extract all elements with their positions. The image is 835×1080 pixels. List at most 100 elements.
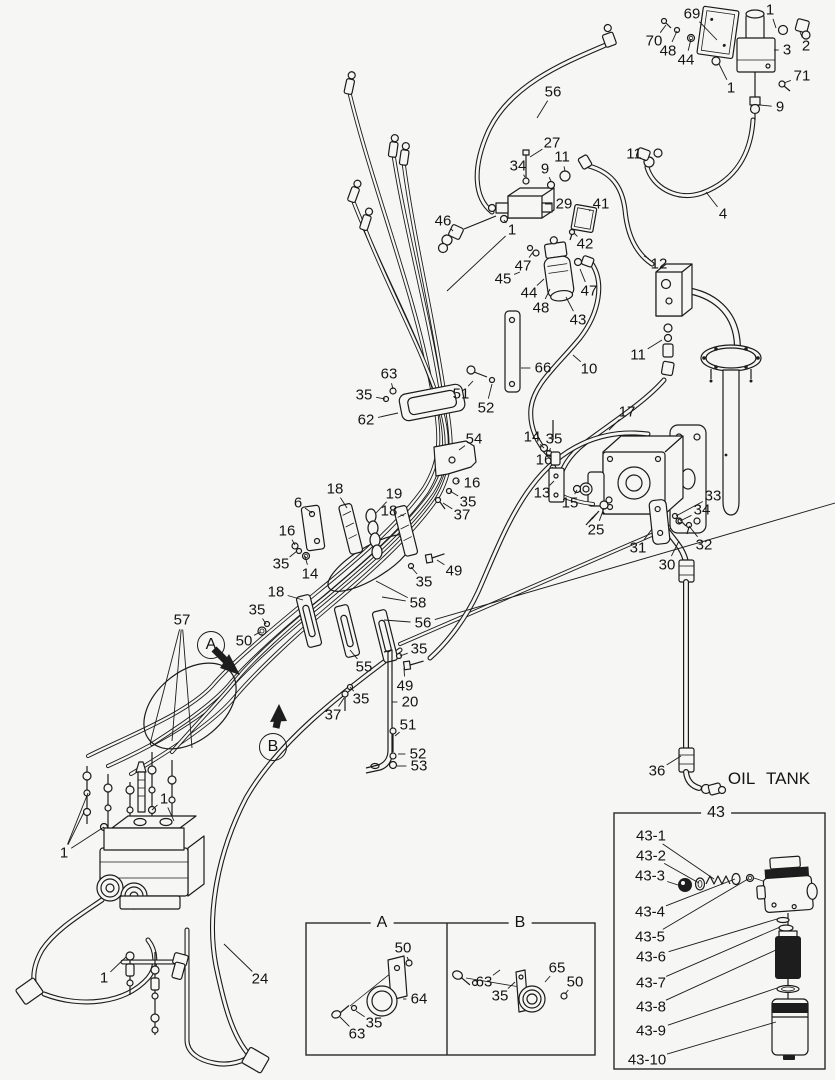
leader-line-43-8 [665,949,777,1001]
callout-62: 62 [357,411,375,429]
pump-assembly [579,424,707,534]
elbow-column-13 [539,420,595,506]
callout-46: 46 [434,212,452,230]
junction-29 [437,149,655,267]
detail-b-content [452,969,568,1013]
leader-line-1 [67,792,89,845]
callout-9: 9 [775,98,785,116]
callout-11: 11 [626,145,642,163]
leader-line-1 [167,807,175,822]
leader-line-14 [539,443,545,449]
leader-line-1 [110,956,127,973]
leader-line-37 [338,697,345,707]
callout-50: 50 [235,632,253,650]
leader-line-43-6 [668,918,778,953]
callout-56: 56 [414,614,432,632]
leader-line-51 [394,731,400,737]
callout-56: 56 [544,83,562,101]
leader-line-14 [304,555,308,565]
callout-31: 31 [629,539,647,557]
callout-20: 20 [401,693,419,711]
plate-6 [291,504,326,561]
leader-line-11 [643,159,647,162]
leader-line-16 [551,466,554,469]
leader-line-16 [291,539,296,546]
leader-line-11 [647,339,663,350]
clamps-18-19 [338,503,445,570]
leader-line-19 [375,501,388,514]
leader-line-10 [572,354,582,363]
detail-box-43 [613,812,826,1070]
callout-51: 51 [399,716,417,734]
oil-tank-label: OIL TANK [727,769,811,788]
callout-43-2: 43-2 [635,847,667,865]
callout-16: 16 [278,522,296,540]
callout-35: 35 [248,601,266,619]
leader-line-63 [339,1016,350,1027]
callout-35: 35 [352,690,370,708]
leader-line-49 [436,559,445,566]
callout-48: 48 [532,299,550,317]
callout-69: 69 [683,5,701,23]
leader-line-52 [487,383,493,399]
leader-line-1 [718,63,728,81]
callout-18: 18 [326,480,344,498]
leader-line-65 [544,975,551,983]
callout-66: 66 [534,359,552,377]
callout-50: 50 [566,973,584,991]
callout-1: 1 [507,221,517,239]
callout-37: 37 [324,706,342,724]
leader-line-49 [403,667,405,677]
leader-line-9 [759,104,772,107]
leader-line-44 [687,38,692,51]
leader-line-50 [253,631,261,636]
leader-line-45 [513,271,521,275]
leader-line-58 [381,596,406,602]
callout-48: 48 [659,42,677,60]
callout-63: 63 [475,973,493,991]
callout-10: 10 [580,360,598,378]
callout-50: 50 [394,939,412,957]
callout-35: 35 [355,386,373,404]
leader-line-1 [151,804,158,811]
leader-line-37 [442,502,453,510]
leader-line-1 [70,826,105,849]
callout-16: 16 [535,451,553,469]
hose-24 [210,647,403,1059]
leader-line-1 [772,18,777,29]
leader-line-50 [406,956,410,962]
callout-43-10: 43-10 [627,1051,667,1069]
leader-line-47 [579,268,586,283]
leader-line-33 [675,501,704,517]
leader-line-35 [355,1010,365,1018]
callout-1: 1 [159,790,169,808]
leader-line-48 [671,30,678,43]
hose-4 [635,117,756,199]
detail-a-content [331,955,413,1019]
leader-line-18 [287,595,304,601]
leader-line-35 [410,566,418,575]
leader-line-35 [399,652,408,657]
leader-line-31 [643,528,653,540]
callout-13: 13 [533,484,551,502]
callout-70: 70 [645,32,663,50]
callout-43-9: 43-9 [635,1022,667,1040]
callout-44: 44 [677,51,695,69]
leader-line-25 [598,507,605,521]
leader-line-12 [643,255,649,259]
callout-49: 49 [445,562,463,580]
callout-53: 53 [410,757,428,775]
leader-line-18 [400,514,405,517]
leader-line-35 [507,981,516,989]
leader-line-35 [449,490,459,497]
callout-58: 58 [409,594,427,612]
callout-43-3: 43-3 [634,867,666,885]
suction-assembly-12 [655,263,762,516]
callout-35: 35 [410,640,428,658]
callout-43-4: 43-4 [634,903,666,921]
callout-27: 27 [543,134,561,152]
bracket-54 [433,440,477,510]
callout-51: 51 [452,385,470,403]
leader-line-35 [376,396,386,400]
